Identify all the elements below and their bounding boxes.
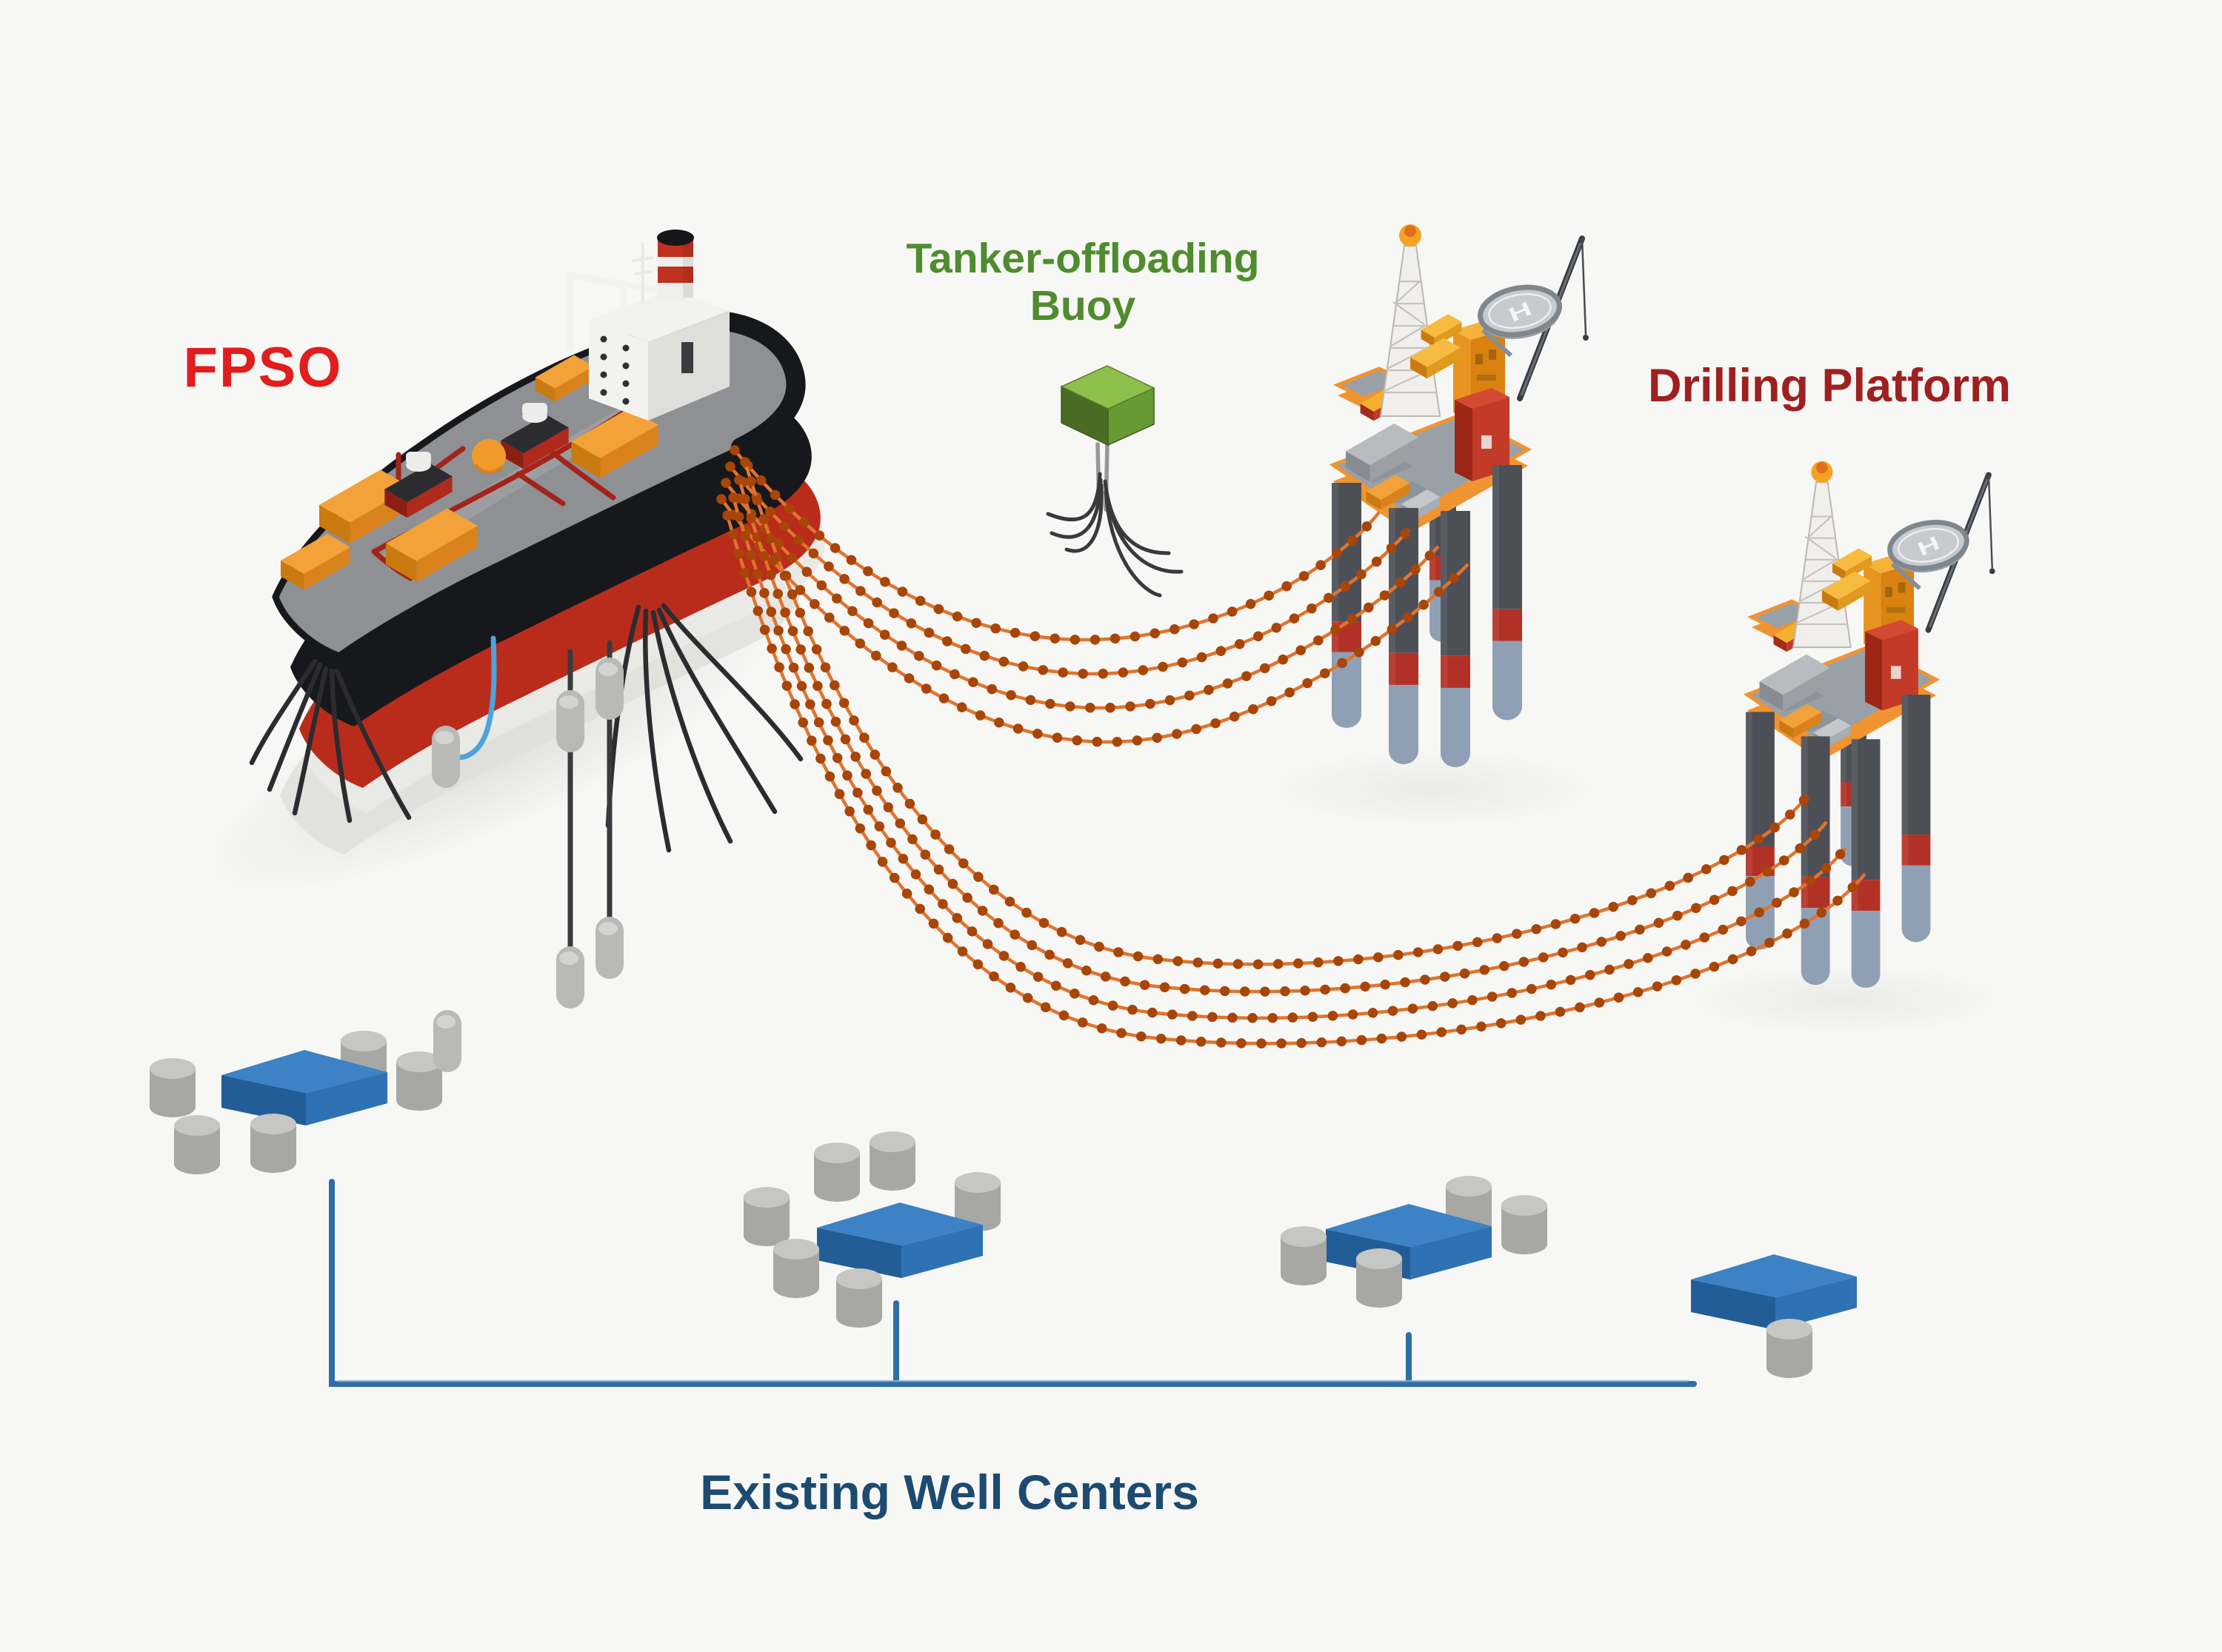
fpso-deck-equipment	[281, 355, 658, 590]
fpso-vessel: FPSO	[184, 230, 825, 1072]
buoy-label-line1: Tanker-offloading	[906, 235, 1259, 282]
existing-well-centers-group: Existing Well Centers	[150, 1031, 1857, 1519]
existing-well-centers-label: Existing Well Centers	[700, 1465, 1199, 1519]
funnel	[657, 230, 694, 301]
buoy-label-line2: Buoy	[1030, 282, 1136, 330]
fpso-superstructure	[567, 230, 730, 421]
buoy-mooring-lines	[1046, 472, 1184, 598]
drilling-platform-label: Drilling Platform	[1648, 360, 2011, 412]
process-module	[384, 452, 453, 518]
fpso-risers	[432, 635, 624, 1072]
flowline-bundle-to-near-platform	[716, 445, 1473, 747]
buoy-cube	[1060, 365, 1155, 447]
fpso-label: FPSO	[184, 336, 343, 399]
signal-mast	[632, 243, 654, 304]
tanker-offloading-buoy: Tanker-offloading Buoy	[906, 235, 1260, 598]
bridge-windows	[600, 335, 630, 405]
bridge-door	[681, 342, 693, 373]
flowline-bundle-to-far-platform	[722, 457, 1870, 1049]
gantry-frame	[567, 271, 661, 352]
well-center-connector-line	[329, 1179, 1697, 1387]
spherical-tank	[472, 439, 506, 473]
process-module	[501, 403, 569, 469]
